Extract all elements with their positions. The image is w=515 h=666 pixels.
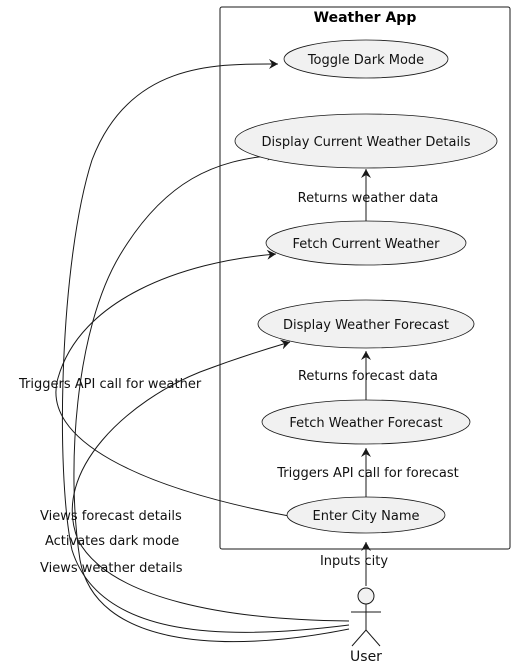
edge-label-inputs-city: Inputs city <box>320 554 388 569</box>
edge-label-activates-dark-mode: Activates dark mode <box>45 534 179 549</box>
edge-label-views-forecast-details: Views forecast details <box>40 509 182 524</box>
edges <box>55 58 371 643</box>
edge-triggers-api-weather <box>55 249 290 517</box>
edge-views-weather-details <box>73 150 350 643</box>
use-case-label: Fetch Weather Forecast <box>289 416 442 431</box>
edge-views-forecast-details <box>71 339 350 622</box>
use-case-label: Toggle Dark Mode <box>307 53 424 68</box>
edge-label-returns-forecast-data: Returns forecast data <box>298 369 438 384</box>
use-case-fetch-weather-forecast: Fetch Weather Forecast <box>261 399 471 445</box>
edge-label-triggers-api-weather: Triggers API call for weather <box>18 377 202 392</box>
use-case-enter-city-name: Enter City Name <box>286 496 446 534</box>
edge-activates-dark-mode <box>61 58 350 633</box>
stick-figure-icon <box>351 587 381 647</box>
actor-user: User <box>350 587 382 665</box>
system-title: Weather App <box>314 10 417 26</box>
edge-label-triggers-api-forecast: Triggers API call for forecast <box>276 466 459 481</box>
use-case-label: Fetch Current Weather <box>292 237 440 252</box>
use-case-fetch-current-weather: Fetch Current Weather <box>265 220 467 266</box>
use-case-toggle-dark-mode: Toggle Dark Mode <box>283 39 449 79</box>
use-case-label: Display Current Weather Details <box>262 135 471 150</box>
edge-label-views-weather-details: Views weather details <box>40 561 183 576</box>
edge-label-returns-weather-data: Returns weather data <box>298 191 439 206</box>
use-case-label: Display Weather Forecast <box>283 318 449 333</box>
use-case-label: Enter City Name <box>313 509 420 524</box>
actor-label: User <box>350 649 382 665</box>
use-case-display-weather-forecast: Display Weather Forecast <box>257 299 475 349</box>
use-case-display-current-weather-details: Display Current Weather Details <box>234 113 498 169</box>
